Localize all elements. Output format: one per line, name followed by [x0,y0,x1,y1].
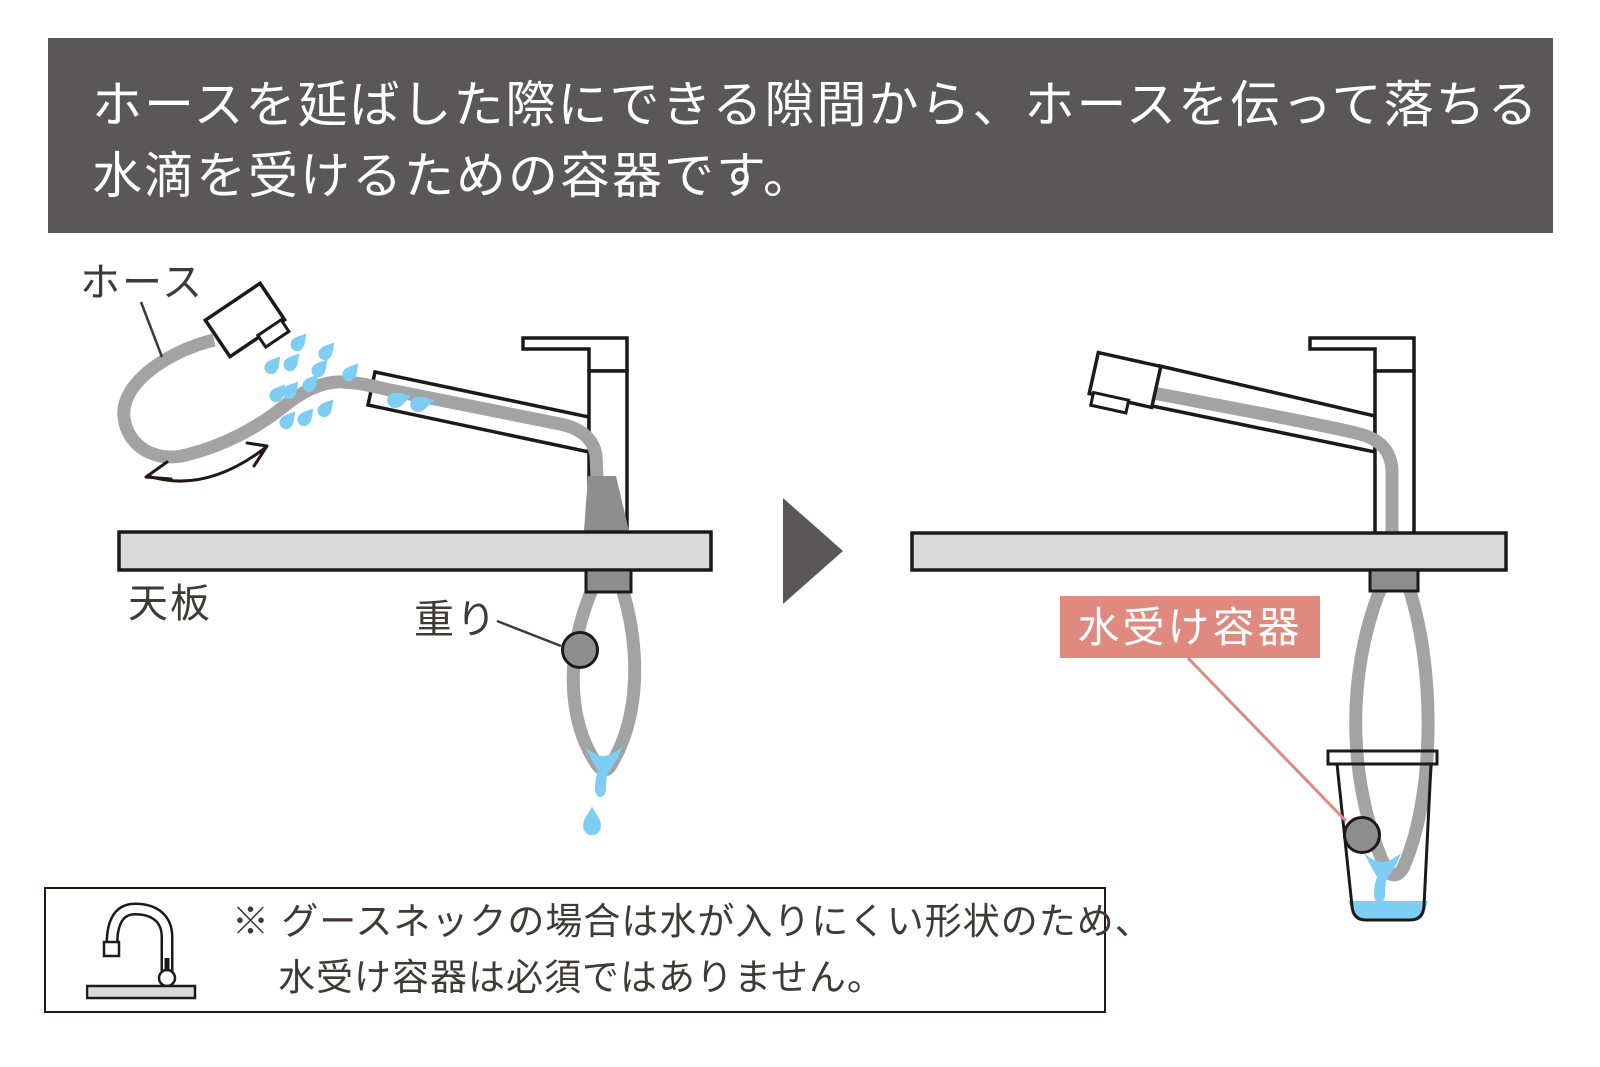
weight-label: 重り [414,598,498,642]
left-hose-guide [584,476,629,531]
swing-arrow-icon [144,441,269,483]
falling-drop [583,806,601,836]
hose-label: ホース [80,261,204,305]
container-label: 水受け容器 [1077,604,1302,651]
cup-water [1348,901,1428,921]
weight-label-leader [496,619,562,648]
header-line-2: 水滴を受けるための容器です。 [92,148,815,204]
right-faucet-lever [1308,336,1416,373]
right-diagram: 水受け容器 [910,336,1508,922]
gooseneck-faucet-icon [86,902,197,1000]
header-banner: ホースを延ばした際にできる隙間から、ホースを伝って落ちる 水滴を受けるための容器… [48,38,1553,233]
right-arrow-triangle-icon [783,498,843,604]
note-line-1: ※ グースネックの場合は水が入りにくい形状のため、 [232,901,1153,942]
header-line-1: ホースを延ばした際にできる隙間から、ホースを伝って落ちる [92,77,1540,133]
left-spray-head [202,280,291,360]
countertop-label: 天板 [128,582,212,626]
cup-rim [1326,749,1439,766]
left-faucet-lever [521,336,629,373]
cup-outline [1335,763,1433,922]
left-mount-block [584,568,633,594]
note-box: ※ グースネックの場合は水が入りにくい形状のため、 水受け容器は必須ではありませ… [44,887,1152,1013]
right-countertop [910,531,1508,572]
right-weight [1343,816,1381,854]
left-hose-loop [566,582,642,777]
left-hose [117,333,604,479]
note-text: ※ グースネックの場合は水が入りにくい形状のため、 水受け容器は必須ではありませ… [232,894,1153,1006]
right-spray-head [1087,350,1163,415]
right-hose [1120,380,1399,533]
container-label-box [1060,596,1320,658]
left-countertop [117,530,713,572]
right-mount-block [1368,568,1420,593]
right-hose-loop [1349,582,1435,882]
left-weight [561,631,599,669]
hose-label-leader [139,301,164,358]
container-label-leader [1186,656,1348,823]
loop-water [585,747,622,797]
note-line-2: 水受け容器は必須ではありません。 [278,957,885,998]
left-diagram: ホース 天板 重り [80,261,713,836]
